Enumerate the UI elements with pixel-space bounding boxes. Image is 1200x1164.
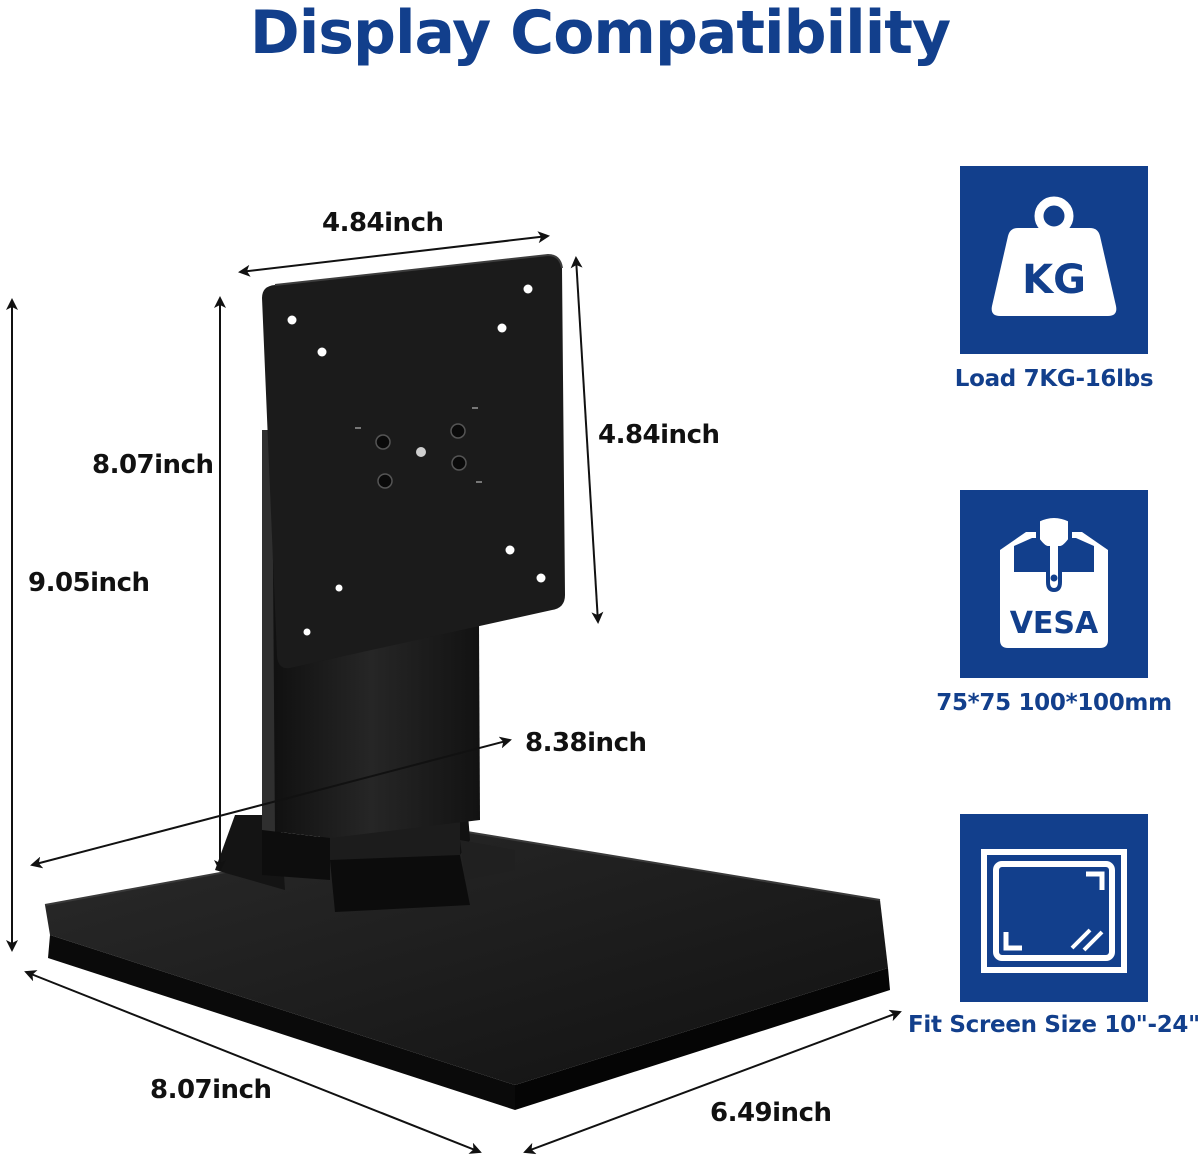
feature-vesa-caption: 75*75 100*100mm	[936, 690, 1172, 716]
label-base-length: 8.07inch	[150, 1075, 272, 1105]
label-plate-width: 4.84inch	[322, 208, 444, 238]
label-depth-diagonal: 8.38inch	[525, 728, 647, 758]
arrow-base-length	[24, 970, 482, 1154]
arrow-base-width	[523, 1009, 902, 1155]
dimension-arrows	[6, 231, 902, 1155]
feature-weight-tile: KG	[960, 166, 1148, 354]
feature-screen-caption: Fit Screen Size 10"-24"	[908, 1012, 1200, 1038]
screen-size-icon	[981, 849, 1127, 973]
label-plate-height: 4.84inch	[598, 420, 720, 450]
page-title: Display Compatibility	[249, 0, 951, 68]
feature-screen-tile	[960, 814, 1148, 1002]
vesa-mount-icon: VESA	[1000, 514, 1108, 648]
feature-weight-caption: Load 7KG-16lbs	[954, 366, 1154, 392]
weight-kg-icon: KG	[991, 196, 1117, 316]
arrow-plate-width	[238, 231, 550, 277]
arrow-depth-diagonal	[30, 736, 512, 869]
vesa-plate	[262, 253, 565, 669]
weight-icon-text: KG	[1022, 257, 1086, 303]
label-column-height: 8.07inch	[92, 450, 214, 480]
label-base-width: 6.49inch	[710, 1098, 832, 1128]
feature-vesa-tile: VESA	[960, 490, 1148, 678]
vesa-icon-text: VESA	[1010, 606, 1099, 641]
label-total-height: 9.05inch	[28, 568, 150, 598]
arrow-plate-height	[570, 256, 604, 624]
